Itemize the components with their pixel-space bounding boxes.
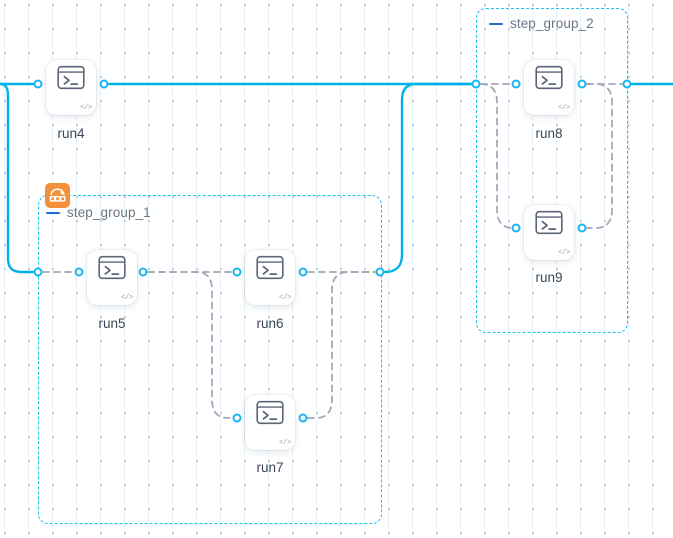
group-step-group-1[interactable]	[38, 195, 382, 524]
terminal-icon	[535, 65, 563, 95]
port-run6-input[interactable]	[232, 267, 242, 277]
terminal-icon	[256, 255, 284, 285]
port-step-group-2-output[interactable]	[622, 79, 632, 89]
node-label-run7: run7	[256, 460, 284, 475]
minus-icon[interactable]	[489, 22, 503, 25]
port-run8-input[interactable]	[511, 79, 521, 89]
node-label-run8: run8	[535, 126, 563, 141]
node-run5[interactable]: </>	[87, 250, 137, 305]
port-step-group-1-output[interactable]	[375, 267, 385, 277]
port-run6-output[interactable]	[298, 267, 308, 277]
group-label-step-group-2: step_group_2	[510, 16, 594, 31]
terminal-icon	[256, 400, 284, 430]
group-stack-icon[interactable]	[45, 183, 70, 208]
port-run4-input[interactable]	[33, 79, 43, 89]
port-step-group-2-input[interactable]	[471, 79, 481, 89]
node-label-run4: run4	[57, 126, 85, 141]
edge-canvas-to-step-group-1	[0, 82, 35, 274]
node-run8[interactable]: </>	[524, 60, 574, 115]
group-label-step-group-1: step_group_1	[67, 205, 151, 220]
port-run9-output[interactable]	[577, 223, 587, 233]
port-run9-input[interactable]	[511, 223, 521, 233]
minus-icon[interactable]	[46, 211, 60, 214]
code-badge-icon: </>	[79, 104, 93, 112]
code-badge-icon: </>	[120, 294, 134, 302]
group-stack-glyph	[49, 188, 66, 202]
group-header-step-group-1[interactable]: step_group_1	[46, 205, 151, 220]
group-header-step-group-2[interactable]: step_group_2	[489, 16, 594, 31]
code-badge-icon: </>	[557, 104, 571, 112]
node-label-run9: run9	[535, 270, 563, 285]
node-run9[interactable]: </>	[524, 205, 574, 260]
terminal-icon	[98, 255, 126, 285]
node-label-run5: run5	[98, 316, 126, 331]
node-run7[interactable]: </>	[245, 395, 295, 450]
node-run6[interactable]: </>	[245, 250, 295, 305]
node-run4[interactable]: </>	[46, 60, 96, 115]
port-run4-output[interactable]	[99, 79, 109, 89]
port-run5-output[interactable]	[138, 267, 148, 277]
group-step-group-2[interactable]	[476, 8, 628, 333]
port-run7-output[interactable]	[298, 413, 308, 423]
node-label-run6: run6	[256, 316, 284, 331]
code-badge-icon: </>	[278, 439, 292, 447]
terminal-icon	[57, 65, 85, 95]
code-badge-icon: </>	[278, 294, 292, 302]
terminal-icon	[535, 210, 563, 240]
port-step-group-1-input[interactable]	[33, 267, 43, 277]
port-run5-input[interactable]	[74, 267, 84, 277]
edge-step-group-1-out	[383, 82, 473, 274]
port-run7-input[interactable]	[232, 413, 242, 423]
port-run8-output[interactable]	[577, 79, 587, 89]
code-badge-icon: </>	[557, 249, 571, 257]
